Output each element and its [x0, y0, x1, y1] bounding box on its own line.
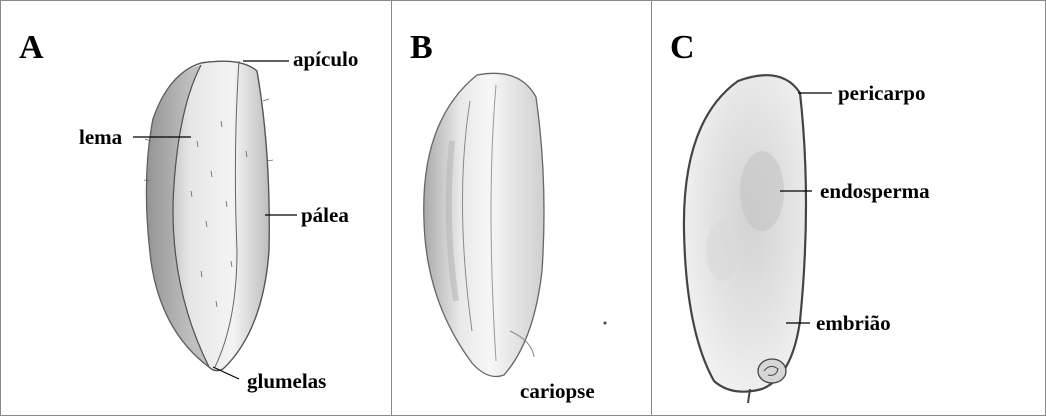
panel-b: B cariopse: [391, 0, 652, 416]
label-lema: lema: [79, 127, 122, 148]
label-embriao: embrião: [816, 313, 891, 334]
label-glumelas: glumelas: [247, 371, 326, 392]
panel-letter-b: B: [410, 31, 433, 65]
panel-letter-c: C: [670, 31, 695, 65]
label-pericarpo: pericarpo: [838, 83, 925, 104]
panel-a: A apículo lema pálea glumelas: [0, 0, 392, 416]
label-endosperma: endosperma: [820, 181, 930, 202]
panel-c: C pericarpo endosperma embrião: [651, 0, 1046, 416]
label-apiculo: apículo: [293, 49, 358, 70]
panel-letter-a: A: [19, 31, 44, 65]
label-cariopse: cariopse: [520, 381, 595, 402]
grain-cross-section-drawing: [652, 1, 1045, 415]
label-palea: pálea: [301, 205, 349, 226]
